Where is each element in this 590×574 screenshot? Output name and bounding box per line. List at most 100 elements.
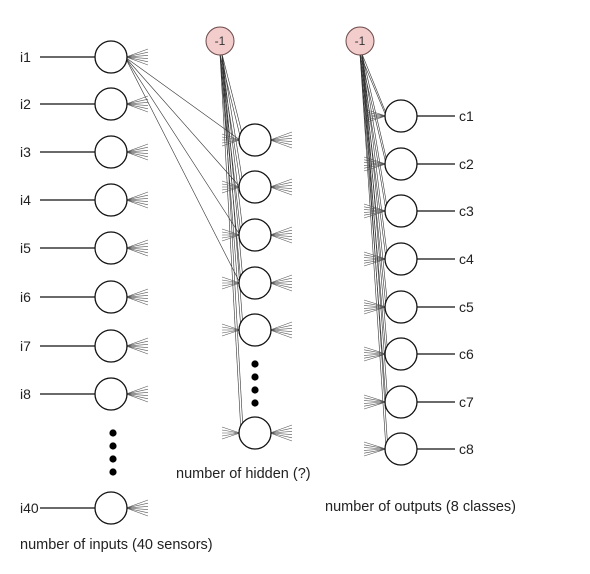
weight-tick: [125, 296, 149, 303]
weight-tick: [125, 246, 149, 249]
weight-tick: [363, 210, 387, 213]
weight-tick: [125, 199, 149, 209]
weight-tick: [269, 234, 293, 244]
weight-tick: [125, 51, 149, 58]
weight-tick: [125, 103, 149, 110]
hidden-node: [238, 266, 272, 300]
weight-tick: [125, 150, 149, 153]
weight-tick: [125, 56, 149, 59]
input-label: i6: [20, 289, 31, 305]
output-node: [384, 385, 418, 419]
weight-tick: [221, 432, 241, 437]
input-hidden-connection: [124, 56, 241, 236]
weight-tick: [269, 321, 293, 331]
weight-tick: [363, 254, 387, 260]
weight-tick: [269, 277, 293, 284]
weight-tick: [269, 324, 293, 331]
weight-tick: [363, 401, 387, 407]
weight-tick: [363, 306, 387, 309]
weight-tick: [363, 258, 387, 267]
hidden-bias-connection: [219, 53, 242, 434]
weight-tick: [363, 444, 387, 450]
weight-tick: [221, 139, 241, 147]
weight-tick: [363, 163, 387, 166]
weight-tick: [269, 139, 293, 146]
weight-tick: [363, 114, 387, 117]
output-label: c8: [459, 441, 474, 457]
weight-tick: [125, 198, 149, 201]
weight-tick: [125, 98, 149, 105]
weight-tick: [363, 401, 387, 410]
weight-tick: [221, 282, 241, 287]
hidden-bias-node-label: -1: [215, 34, 226, 48]
output-bias-connection: [361, 53, 389, 310]
weight-tick: [125, 95, 149, 105]
weight-tick: [363, 448, 387, 457]
weight-tick: [221, 183, 241, 188]
weight-tick: [269, 282, 293, 289]
weight-tick: [125, 393, 149, 396]
output-bias-connection: [361, 53, 389, 262]
weight-tick: [221, 180, 241, 188]
input-label: i40: [20, 500, 39, 516]
weight-tick: [363, 251, 387, 260]
weight-tick: [363, 210, 387, 219]
input-label: i3: [20, 144, 31, 160]
weight-tick: [269, 432, 293, 435]
ellipsis-dot: [109, 455, 117, 463]
input-node: [94, 183, 128, 217]
ellipsis-dot: [251, 386, 259, 394]
output-label: c3: [459, 203, 474, 219]
output-node: [384, 147, 418, 181]
input-node: [94, 40, 128, 74]
weight-tick: [125, 393, 149, 403]
weight-tick: [221, 228, 241, 236]
input-label: i7: [20, 338, 31, 354]
weight-tick: [125, 502, 149, 509]
weight-tick: [363, 400, 387, 403]
nodes: [40, 26, 455, 525]
weight-tick: [125, 392, 149, 395]
output-node: [384, 337, 418, 371]
weight-tick: [125, 295, 149, 298]
weight-tick: [221, 234, 241, 242]
weight-tick: [125, 151, 149, 158]
weight-tick: [269, 229, 293, 236]
input-node: [94, 329, 128, 363]
input-node: [94, 87, 128, 121]
weight-tick: [125, 296, 149, 299]
weight-tick: [269, 281, 293, 284]
hidden-bias-connection: [221, 53, 244, 233]
weight-tick: [125, 239, 149, 249]
weight-tick: [363, 111, 387, 117]
weight-tick: [221, 279, 241, 284]
hidden-node: [238, 170, 272, 204]
weight-tick: [269, 186, 293, 193]
weight-tick: [269, 186, 293, 196]
output-bias-node: [345, 26, 375, 56]
weight-tick: [363, 397, 387, 403]
weight-tick: [221, 139, 241, 144]
weight-tick: [125, 199, 149, 202]
weight-tick: [125, 151, 149, 161]
weight-tick: [269, 431, 293, 434]
weight-tick: [125, 247, 149, 250]
weight-tick: [125, 337, 149, 347]
weight-tick: [363, 206, 387, 212]
weight-tick: [125, 247, 149, 257]
weight-tick: [125, 151, 149, 154]
weight-tick: [125, 146, 149, 153]
weight-tick: [221, 186, 241, 194]
weight-tick: [125, 143, 149, 153]
hidden-node: [238, 313, 272, 347]
weight-tick: [363, 210, 387, 216]
weight-tick: [125, 506, 149, 509]
weight-tick: [363, 353, 387, 359]
weight-tick: [221, 276, 241, 284]
output-node: [384, 194, 418, 228]
weight-tick: [269, 282, 293, 285]
output-label: c6: [459, 346, 474, 362]
input-node: [94, 135, 128, 169]
